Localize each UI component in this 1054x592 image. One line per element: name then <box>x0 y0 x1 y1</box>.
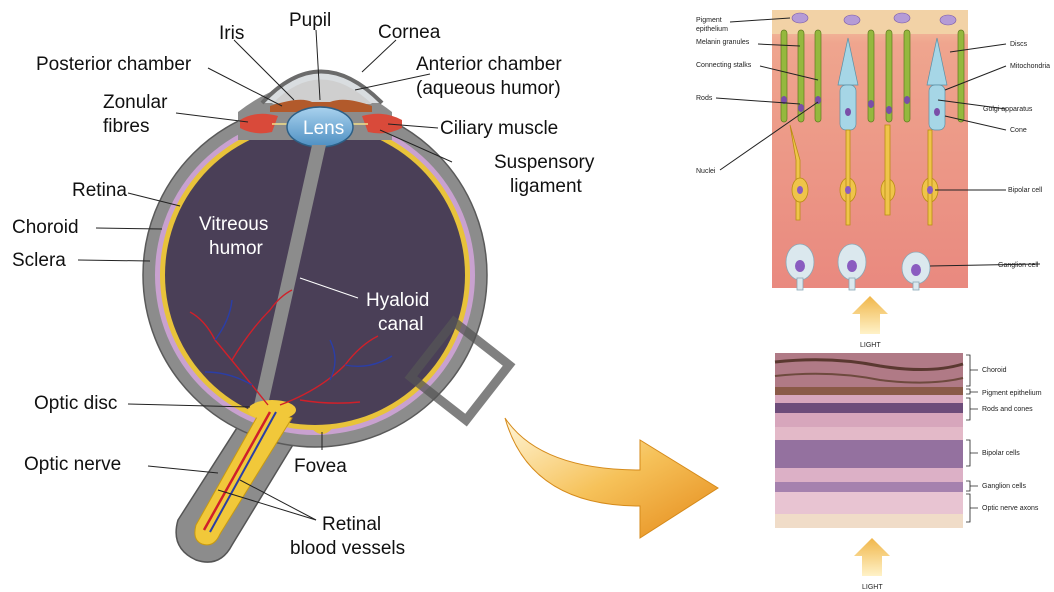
label-histo-choroid: Choroid <box>982 367 1007 374</box>
label-melanin: Melanin granules <box>696 39 750 46</box>
label-canal: canal <box>378 314 423 335</box>
label-optic-nerve: Optic nerve <box>24 454 121 475</box>
retina-cell-diagram <box>772 10 968 290</box>
label-lens: Lens <box>303 118 344 139</box>
magnify-arrow <box>505 418 718 538</box>
label-histo-ganglion: Ganglion cells <box>982 483 1026 490</box>
label-ganglion-cell: Ganglion cell <box>998 262 1039 269</box>
label-bipolar-cell: Bipolar cell <box>1008 187 1043 194</box>
label-pupil: Pupil <box>289 10 331 31</box>
label-suspensory: Suspensory <box>494 152 595 173</box>
histology-brackets <box>966 355 978 522</box>
label-ciliary-muscle: Ciliary muscle <box>440 118 558 139</box>
label-aqueous-humor: (aqueous humor) <box>416 78 561 99</box>
label-light-top: LIGHT <box>860 342 881 349</box>
label-discs: Discs <box>1010 41 1028 48</box>
layer-ganglion <box>775 482 963 492</box>
label-anterior-chamber: Anterior chamber <box>416 54 562 75</box>
label-nuclei: Nuclei <box>696 168 716 175</box>
layer-bipolar <box>775 440 963 468</box>
light-arrow-top <box>852 296 888 334</box>
label-zonular: Zonular <box>103 92 168 113</box>
label-mitochondria: Mitochondria <box>1010 63 1050 70</box>
label-stalks: Connecting stalks <box>696 62 752 69</box>
label-light-bottom: LIGHT <box>862 584 883 591</box>
layer-plexiform <box>775 468 963 482</box>
label-histo-optic-axons: Optic nerve axons <box>982 505 1039 512</box>
label-hyaloid: Hyaloid <box>366 290 429 311</box>
label-retinal: Retinal <box>322 514 381 535</box>
histology-micrograph <box>775 353 963 528</box>
label-histo-pigment: Pigment epithelium <box>982 390 1042 397</box>
label-choroid: Choroid <box>12 217 79 238</box>
eyeball <box>143 72 509 563</box>
label-fibres: fibres <box>103 116 149 137</box>
label-epithelium: epithelium <box>696 26 728 33</box>
label-ligament: ligament <box>510 176 583 197</box>
label-histo-bipolar: Bipolar cells <box>982 450 1020 457</box>
label-histo-rods-cones: Rods and cones <box>982 406 1033 413</box>
label-optic-disc: Optic disc <box>34 393 117 414</box>
label-blood-vessels: blood vessels <box>290 538 405 559</box>
label-golgi: Golgi apparatus <box>983 106 1033 113</box>
label-cornea: Cornea <box>378 22 441 43</box>
label-posterior-chamber: Posterior chamber <box>36 54 192 75</box>
label-retina: Retina <box>72 180 127 201</box>
label-fovea: Fovea <box>294 456 347 477</box>
label-rods: Rods <box>696 95 713 102</box>
light-arrow-bottom <box>854 538 890 576</box>
label-sclera: Sclera <box>12 250 66 271</box>
optic-disc <box>248 400 296 420</box>
label-iris: Iris <box>219 23 244 44</box>
label-humor: humor <box>209 238 264 259</box>
label-cone: Cone <box>1010 127 1027 134</box>
layer-pigment <box>775 387 963 395</box>
label-vitreous: Vitreous <box>199 214 268 235</box>
label-pigment: Pigment <box>696 17 722 24</box>
